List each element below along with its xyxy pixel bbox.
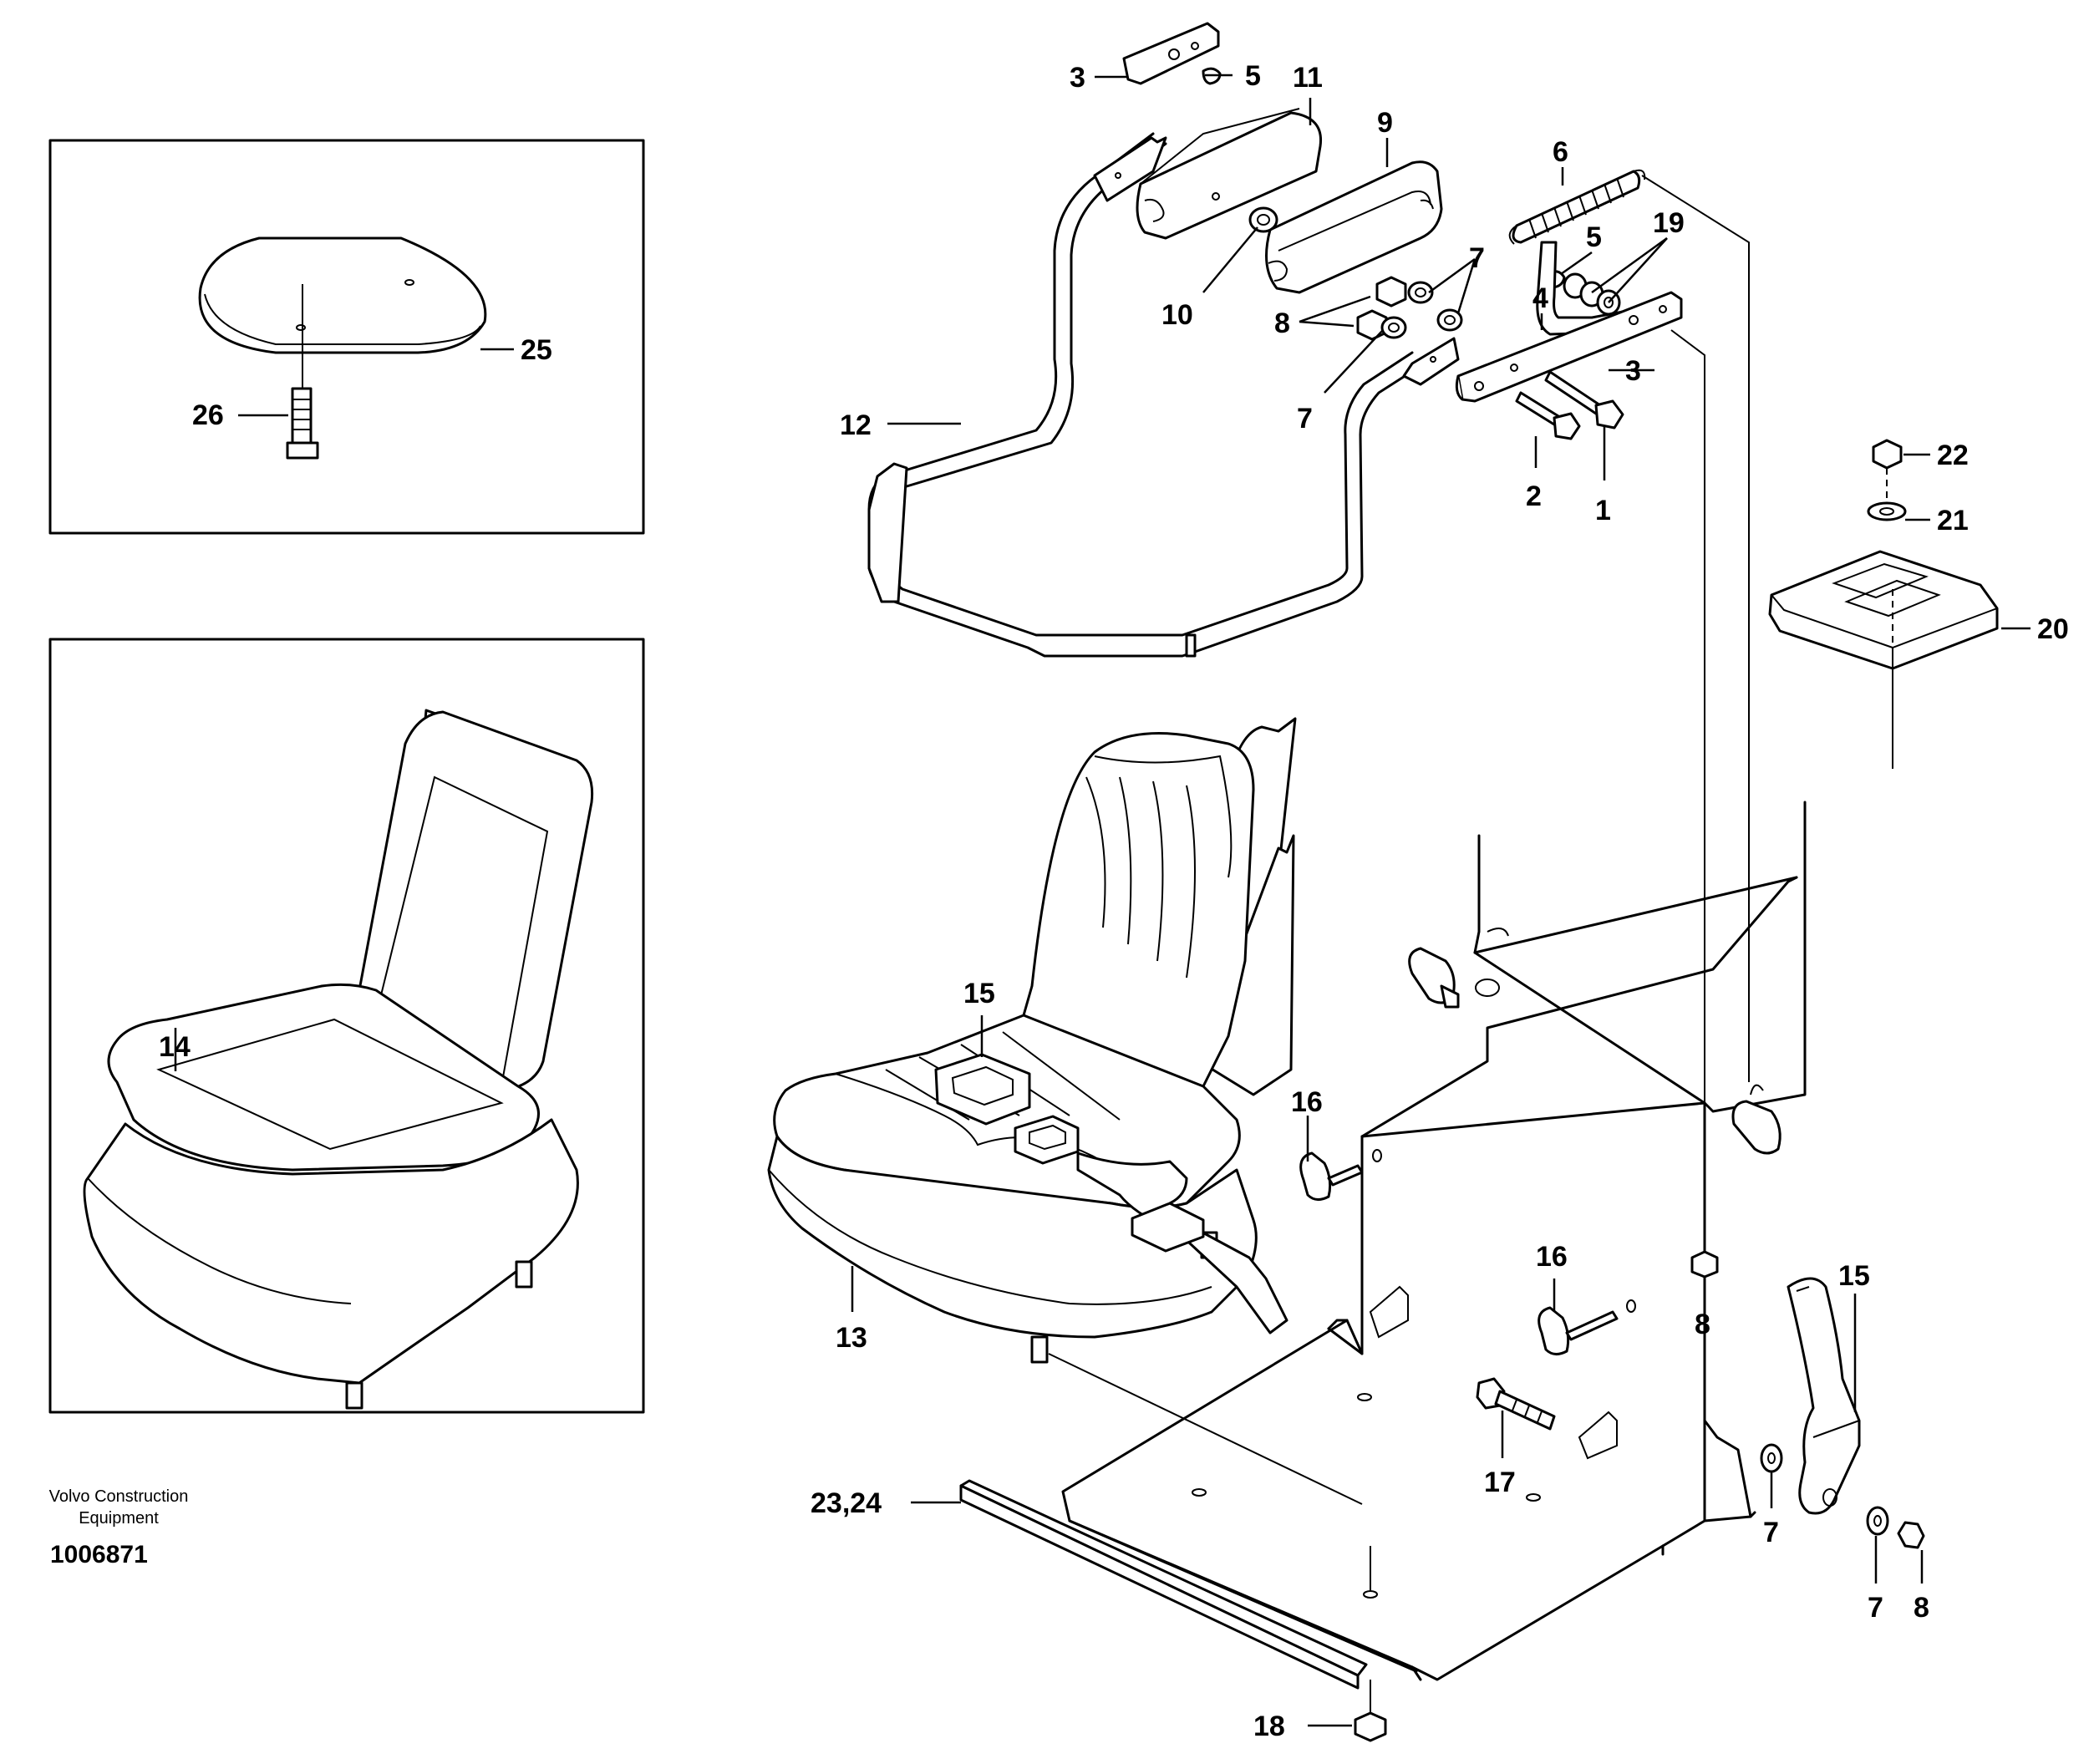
callout-14: 14 xyxy=(159,1031,191,1063)
knob-16-side xyxy=(1299,1149,1382,1201)
bracket-3-top xyxy=(1122,22,1220,85)
callout-26: 26 xyxy=(192,399,224,431)
washer-7-side xyxy=(1436,308,1463,332)
bracket-3-mid xyxy=(1455,291,1683,403)
callout-4: 4 xyxy=(1532,282,1548,314)
washer-21 xyxy=(1867,501,1907,521)
hinge-9 xyxy=(1265,160,1443,294)
nut-8-console xyxy=(1690,1250,1719,1279)
nut-8-bottom xyxy=(1897,1521,1925,1549)
armrest-frame-12 xyxy=(867,132,1460,658)
callout-7-c: 7 xyxy=(1763,1517,1779,1548)
callout-3-top: 3 xyxy=(1070,62,1085,94)
nut-8-upper xyxy=(1375,276,1407,308)
callout-23-24: 23,24 xyxy=(811,1487,882,1519)
link-line-seat xyxy=(1048,1353,1363,1505)
callout-15-right: 15 xyxy=(1838,1260,1870,1292)
callout-3-mid: 3 xyxy=(1625,355,1641,387)
callout-7-a: 7 xyxy=(1469,242,1485,274)
nut-22 xyxy=(1872,439,1903,470)
washer-7-bottom-left xyxy=(1760,1443,1783,1473)
strip-23-24 xyxy=(959,1479,1368,1690)
callout-2: 2 xyxy=(1526,480,1542,512)
callout-20: 20 xyxy=(2037,613,2069,645)
callout-7-d: 7 xyxy=(1868,1592,1883,1624)
spring-6 xyxy=(1508,169,1646,245)
callout-25: 25 xyxy=(521,334,552,366)
washer-10 xyxy=(1248,206,1278,233)
callout-9: 9 xyxy=(1377,107,1393,139)
washer-7-upper xyxy=(1407,281,1434,304)
link-line-lever xyxy=(1670,329,1705,1111)
knob-16-front xyxy=(1538,1299,1636,1355)
bolt-2 xyxy=(1515,391,1581,440)
washer-7-bottom-right xyxy=(1866,1506,1889,1536)
callout-13: 13 xyxy=(836,1322,867,1354)
drawing-number: 1006871 xyxy=(50,1541,148,1568)
link-line-spring xyxy=(1641,175,1750,1082)
callout-15-seat: 15 xyxy=(963,978,995,1009)
callout-11: 11 xyxy=(1293,62,1323,94)
buckle-15-seat xyxy=(934,1053,1288,1334)
callout-8-c: 8 xyxy=(1914,1592,1929,1624)
plate-25 xyxy=(198,236,487,354)
brand-line-2: Equipment xyxy=(79,1509,159,1528)
callout-16-side: 16 xyxy=(1291,1086,1323,1118)
inset-frame-alt-seat xyxy=(48,638,645,1414)
knob-16-rear-right xyxy=(1731,1100,1781,1155)
callout-8-a: 8 xyxy=(1274,308,1290,339)
washers-19 xyxy=(1563,272,1621,316)
callout-17: 17 xyxy=(1484,1467,1516,1498)
seat-14 xyxy=(83,709,594,1410)
callout-5-mid: 5 xyxy=(1586,221,1602,253)
knob-16-rear-left xyxy=(1408,947,1460,1009)
inset-frame-cushion-plate xyxy=(48,139,645,535)
seat-13 xyxy=(767,717,1297,1364)
washer-7-lower xyxy=(1380,316,1407,339)
callout-7-b: 7 xyxy=(1297,403,1313,435)
callout-21: 21 xyxy=(1937,505,1969,536)
seatbelt-15-right xyxy=(1787,1277,1861,1515)
bolt-1 xyxy=(1544,370,1624,430)
callout-16-front: 16 xyxy=(1536,1241,1568,1273)
callout-5-top: 5 xyxy=(1245,60,1261,92)
cover-11 xyxy=(1136,108,1323,240)
callout-6: 6 xyxy=(1553,136,1568,168)
callout-1: 1 xyxy=(1595,495,1611,526)
screw-26 xyxy=(286,284,319,460)
seat-console xyxy=(1061,801,1807,1681)
callout-18: 18 xyxy=(1253,1711,1285,1742)
callout-12: 12 xyxy=(840,409,872,441)
callout-10: 10 xyxy=(1161,299,1193,331)
callout-labels: 3 5 11 9 6 5 19 7 10 8 4 3 7 12 2 1 22 2… xyxy=(159,60,2069,1742)
brand-block: Volvo Construction Equipment 1006871 xyxy=(49,1487,189,1568)
bolt-17 xyxy=(1476,1377,1556,1431)
leader-lines xyxy=(174,74,2031,1727)
brand-line-1: Volvo Construction xyxy=(49,1487,189,1506)
callout-8-console: 8 xyxy=(1695,1309,1710,1340)
callout-22: 22 xyxy=(1937,440,1969,471)
box-20 xyxy=(1768,468,1999,769)
callout-19: 19 xyxy=(1653,207,1685,239)
nut-18 xyxy=(1354,1711,1387,1742)
